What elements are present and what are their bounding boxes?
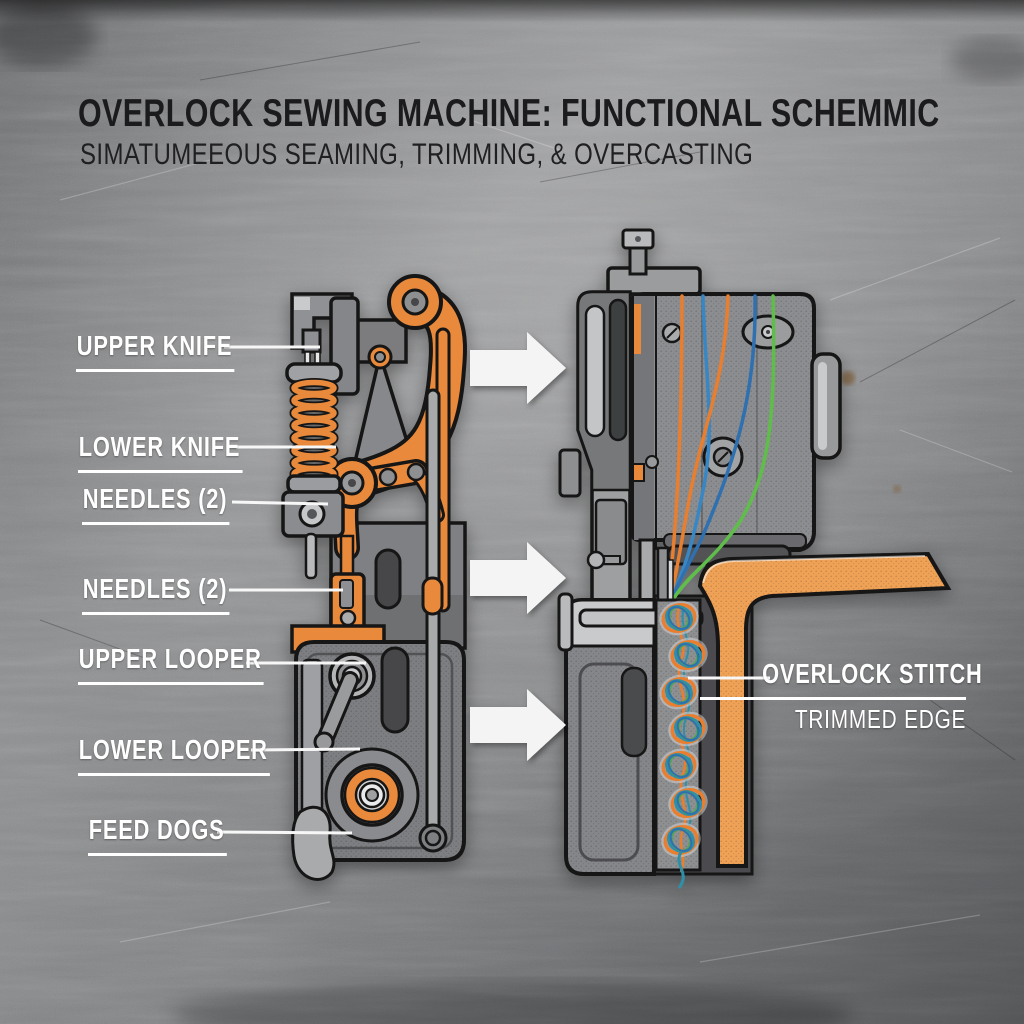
label-needles-2: NEEDLES (2) [82, 575, 230, 615]
bed-inset [578, 662, 640, 862]
corner-smudge [950, 38, 1024, 82]
swing-pivot-hub [374, 351, 386, 363]
feed-dog-cam [291, 805, 336, 881]
lower-looper-pivot [313, 731, 335, 753]
bracket-bevel [294, 297, 310, 310]
knife-block [301, 328, 322, 354]
thread-orange [668, 294, 730, 600]
left-machine-illustration [281, 274, 467, 881]
scratches-dark [39, 41, 1016, 761]
push-rod-collar [421, 576, 444, 616]
scratches-light [59, 119, 1013, 963]
label-upper-knife: UPPER KNIFE [76, 332, 235, 372]
bed-lip [557, 592, 574, 652]
link-pin [406, 462, 426, 482]
bearing-core [365, 788, 379, 802]
arrow-right-icon [470, 332, 566, 404]
leader-line [231, 500, 329, 506]
thread-blue [669, 294, 711, 600]
looper-arm [318, 674, 356, 748]
tension-slot [608, 298, 628, 442]
needle-clamp-screw [339, 609, 357, 627]
top-joint-dot [411, 298, 419, 306]
label-lower-knife: LOWER KNIFE [78, 433, 243, 473]
bearing-ring-edge [343, 766, 401, 824]
label-needles-1: NEEDLES (2) [82, 485, 230, 525]
label-feed-dogs: FEED DOGS [88, 816, 227, 856]
leader-line [216, 830, 353, 835]
top-edge-shade [0, 0, 1024, 22]
spring-base-plate [286, 474, 342, 494]
bed-slot [620, 666, 648, 758]
needle-bar [339, 534, 355, 580]
header: OVERLOCK SEWING MACHINE: FUNCTIONAL SCHE… [78, 92, 1024, 171]
right-machine-illustration [557, 228, 950, 889]
arrow-right-icon [470, 689, 566, 761]
knife-spring [289, 378, 339, 484]
label-overlock-stitch: OVERLOCK STITCH [700, 660, 982, 700]
needle-clamp-slot [339, 579, 354, 609]
tension-pill [584, 304, 606, 438]
side-tab [558, 448, 582, 498]
hand-wheel-highlight [818, 362, 827, 450]
rust-stain [841, 371, 855, 385]
orange-guide-lower [632, 463, 645, 482]
bearing-ring-edge [354, 777, 390, 813]
label-trimmed-edge: TRIMMED EDGE [794, 704, 966, 734]
thread-green [672, 294, 776, 600]
rust-stain [893, 485, 901, 493]
flow-arrows [470, 332, 566, 761]
overlock-stitch-chain [659, 599, 709, 889]
elbow-dot [348, 479, 356, 487]
orange-guide [634, 304, 641, 354]
head-screw-small [645, 455, 659, 469]
thread-dark-blue [670, 294, 757, 600]
leader-line [250, 747, 361, 752]
poster-subtitle: SIMATUMEEOUS SEAMING, TRIMMING, & OVERCA… [80, 137, 754, 171]
lower-knife-pivot-dot [307, 509, 317, 519]
stitch-tail [677, 851, 685, 889]
rod-end-cap-ring [424, 829, 442, 847]
bottom-shadow [172, 983, 852, 1024]
link-pin [378, 467, 398, 487]
bolt-stem [628, 244, 648, 276]
frame-slot [374, 548, 402, 610]
top-cap-block [606, 266, 702, 296]
lower-knife-blade [304, 532, 318, 580]
fabric-highlight [702, 555, 926, 584]
housing-slot [380, 646, 410, 734]
arrow-right-icon [470, 542, 566, 614]
poster-title: OVERLOCK SEWING MACHINE: FUNCTIONAL SCHE… [78, 92, 940, 135]
head-screw-slot [666, 327, 678, 339]
bearing-orange-ring [345, 768, 399, 822]
head-boss2-slot [717, 451, 729, 463]
leader-lines [216, 345, 770, 835]
head-boss-dot [766, 330, 770, 334]
label-lower-looper: LOWER LOOPER [78, 736, 271, 776]
rod-end-cap [418, 823, 448, 853]
foot-screw [586, 550, 606, 570]
bolt-dot [635, 236, 641, 242]
label-upper-looper: UPPER LOOPER [78, 645, 265, 685]
